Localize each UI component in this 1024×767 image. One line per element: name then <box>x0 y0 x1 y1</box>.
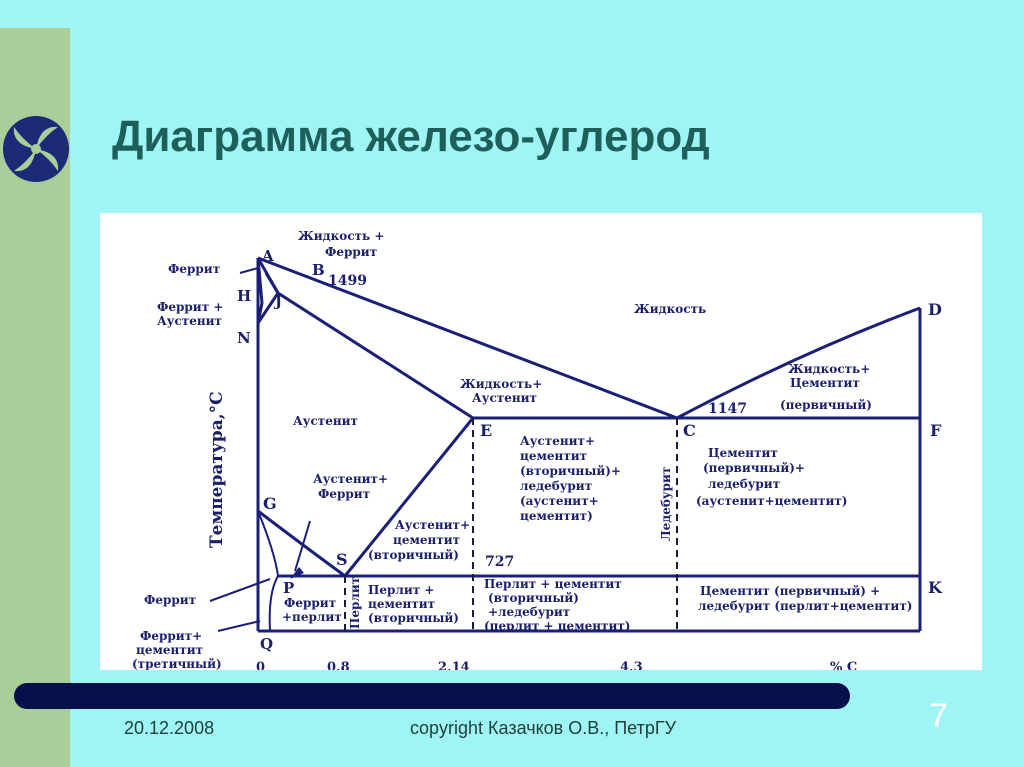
region-ferrite-austenite: Феррит + <box>157 300 223 314</box>
region-austenite-cementite-secondary: Аустенит+ <box>395 518 470 532</box>
region-ferrite-top: Феррит <box>168 262 220 276</box>
region-cementite-ledeburite: Цементит <box>708 446 778 460</box>
temp-1147: 1147 <box>708 401 747 417</box>
iron-carbon-phase-diagram: A B H J N D E C F G S P K Q 1499 1147 72… <box>100 213 982 670</box>
region-liquid-cementite: Жидкость+ <box>788 362 870 376</box>
point-p: P <box>283 579 294 597</box>
phase-boundary-lines <box>209 256 922 633</box>
region-liquid-austenite: Аустенит <box>472 391 537 405</box>
region-liquid: Жидкость <box>634 302 706 316</box>
region-pearlite-vertical: Перлит <box>348 577 362 629</box>
region-liquid-cementite: Цементит <box>790 376 860 390</box>
point-k: K <box>928 578 943 597</box>
footer-date: 20.12.2008 <box>124 718 215 738</box>
region-austenite-ferrite: Феррит <box>318 487 370 501</box>
region-cementite-ledeburite: ледебурит <box>708 477 780 491</box>
footer-copyright: copyright Казачков О.В., ПетрГУ <box>410 718 677 738</box>
point-d: D <box>928 300 942 319</box>
region-liquid-ferrite: Жидкость + <box>298 229 384 243</box>
region-ferrite-pearlite: Феррит <box>284 596 336 610</box>
point-b: B <box>312 261 325 279</box>
region-ferrite-pearlite: +перлит <box>282 610 342 624</box>
region-pearlite-cementite: (вторичный) <box>368 611 459 625</box>
region-pearlite-cementite: цементит <box>368 597 435 611</box>
region-austenite-cementite-secondary: цементит <box>393 533 460 547</box>
temp-727: 727 <box>485 554 514 570</box>
region-austenite-cementite-ledeburite: цементит) <box>520 509 593 523</box>
region-austenite-cementite-ledeburite: (вторичный)+ <box>520 464 621 478</box>
region-austenite: Аустенит <box>293 414 358 428</box>
region-ferrite-tertiary: цементит <box>136 643 203 657</box>
region-ferrite-low: Феррит <box>144 593 196 607</box>
point-h: H <box>237 287 251 305</box>
x-tick-4-3: 4,3 <box>620 660 643 670</box>
point-c: C <box>683 421 696 440</box>
region-austenite-cementite-ledeburite: цементит <box>520 449 587 463</box>
region-ferrite-tertiary: (третичный) <box>132 657 222 670</box>
y-axis-label: Температура,°С <box>207 391 227 548</box>
temp-1499: 1499 <box>328 273 367 289</box>
region-ledeburite-vertical: Ледебурит <box>659 467 673 541</box>
region-austenite-cementite-ledeburite: (аустенит+ <box>520 494 599 508</box>
x-axis-unit: % С <box>830 660 857 670</box>
region-labels: Жидкость + Феррит Феррит Феррит + Аустен… <box>132 229 912 670</box>
x-tick-0: 0 <box>256 660 265 670</box>
region-ferrite-austenite: Аустенит <box>157 314 222 328</box>
region-cementite-ledeburite: (первичный)+ <box>703 461 805 475</box>
point-q: Q <box>260 635 273 653</box>
region-cementite-ledeburite-low: ледебурит (перлит+цементит) <box>698 599 912 613</box>
x-tick-0-8: 0,8 <box>327 660 350 670</box>
x-tick-2-14: 2,14 <box>438 660 470 670</box>
region-ferrite-tertiary: Феррит+ <box>140 629 202 643</box>
point-s: S <box>336 550 348 569</box>
slide-title: Диаграмма железо-углерод <box>112 112 710 161</box>
region-austenite-ferrite: Аустенит+ <box>313 472 388 486</box>
region-cementite-ledeburite-low: Цементит (первичный) + <box>700 584 880 598</box>
point-j: J <box>273 292 282 310</box>
point-e: E <box>480 421 492 440</box>
region-cementite-ledeburite: (аустенит+цементит) <box>696 494 847 508</box>
region-pearlite-cementite-ledeburite: (перлит + цементит) <box>484 619 630 633</box>
region-austenite-cementite-secondary: (вторичный) <box>368 548 459 562</box>
point-f: F <box>930 421 942 440</box>
region-liquid-ferrite: Феррит <box>325 245 377 259</box>
region-pearlite-cementite: Перлит + <box>368 583 434 597</box>
point-n: N <box>237 329 251 347</box>
region-pearlite-cementite-ledeburite: +ледебурит <box>488 605 570 619</box>
region-pearlite-cementite-ledeburite: Перлит + цементит <box>484 577 622 591</box>
point-a: A <box>261 247 274 265</box>
region-austenite-cementite-ledeburite: Аустенит+ <box>520 434 595 448</box>
region-austenite-cementite-ledeburite: ледебурит <box>520 479 592 493</box>
point-g: G <box>263 494 277 513</box>
region-liquid-austenite: Жидкость+ <box>460 377 542 391</box>
page-number: 7 <box>929 697 948 735</box>
pinwheel-logo-icon <box>3 116 69 182</box>
bottom-decorative-bar <box>14 683 850 709</box>
region-pearlite-cementite-ledeburite: (вторичный) <box>488 591 579 605</box>
region-liquid-cementite: (первичный) <box>780 398 872 412</box>
